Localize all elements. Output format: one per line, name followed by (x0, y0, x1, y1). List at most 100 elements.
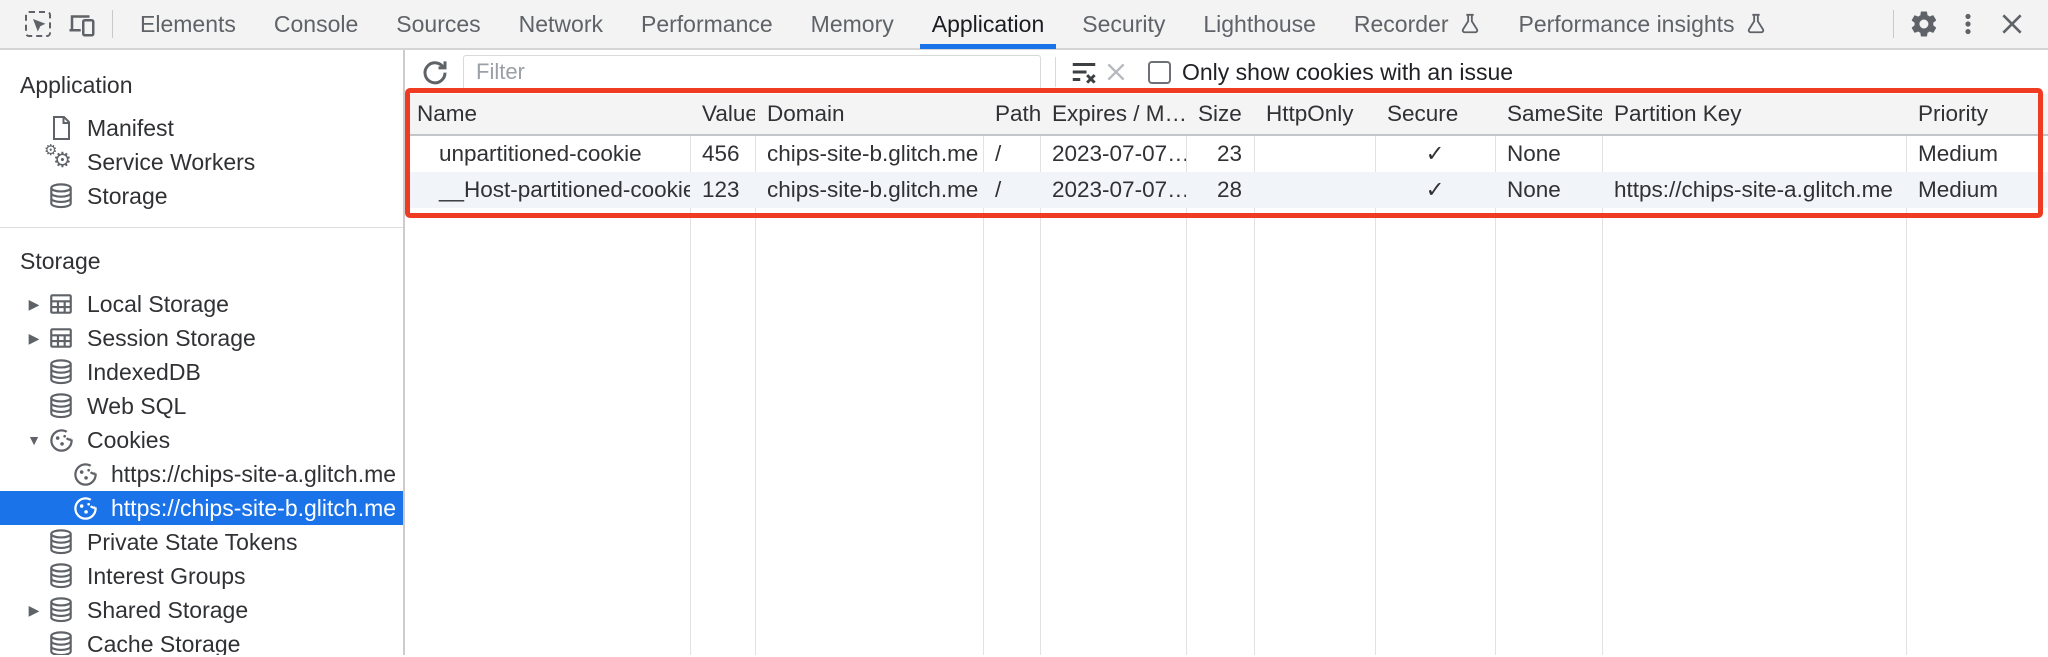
sidebar-item-cookies-chips-site-b[interactable]: https://chips-site-b.glitch.me (0, 491, 403, 525)
expander-expanded-icon[interactable]: ▼ (27, 432, 41, 448)
cell-path[interactable]: / (995, 177, 1002, 202)
cell-partition-key[interactable]: https://chips-site-a.glitch.me (1614, 177, 1893, 202)
clear-filter-button[interactable] (1068, 56, 1100, 88)
tab-performance[interactable]: Performance (622, 0, 792, 49)
sidebar-item-cookies-chips-site-a[interactable]: https://chips-site-a.glitch.me (0, 457, 403, 491)
cell-samesite[interactable]: None (1507, 141, 1561, 166)
sidebar-item-service-workers[interactable]: ⚙⚙ Service Workers (0, 141, 403, 179)
device-toolbar-icon (69, 15, 95, 37)
column-header-samesite[interactable]: SameSite (1507, 101, 1602, 126)
expander-collapsed-icon[interactable]: ▶ (28, 601, 40, 618)
sidebar-item-local-storage[interactable]: ▶ Local Storage (0, 287, 403, 321)
settings-button[interactable] (1902, 4, 1946, 44)
sidebar-item-storage[interactable]: Storage (0, 179, 403, 213)
section-header-application: Application (20, 72, 133, 98)
devtools-tab-bar: Elements Console Sources Network Perform… (0, 0, 2048, 50)
cookie-icon (70, 459, 100, 489)
tab-network[interactable]: Network (500, 0, 622, 49)
tab-bar-right-controls (1885, 4, 2048, 44)
cell-httponly[interactable] (1254, 172, 1375, 208)
expander-collapsed-icon[interactable]: ▶ (28, 295, 40, 312)
tab-sources[interactable]: Sources (377, 0, 499, 49)
column-header-path[interactable]: Path (995, 101, 1040, 126)
column-header-priority[interactable]: Priority (1918, 101, 1989, 126)
cell-priority[interactable]: Medium (1918, 177, 1999, 202)
more-options-button[interactable] (1946, 4, 1990, 44)
column-header-name[interactable]: Name (417, 101, 478, 126)
document-icon (46, 113, 76, 143)
cell-httponly[interactable] (1254, 136, 1375, 172)
cell-domain[interactable]: chips-site-b.glitch.me (767, 177, 979, 202)
expander-collapsed-icon[interactable]: ▶ (28, 329, 40, 346)
sidebar-item-label: Shared Storage (87, 596, 249, 623)
column-header-partition-key[interactable]: Partition Key (1614, 101, 1742, 126)
cell-value[interactable]: 456 (702, 141, 740, 166)
cell-domain[interactable]: chips-site-b.glitch.me (767, 141, 979, 166)
sidebar-item-manifest[interactable]: Manifest (0, 111, 403, 145)
cell-priority[interactable]: Medium (1918, 141, 1999, 166)
cell-secure-checkmark[interactable]: ✓ (1425, 177, 1445, 202)
inspect-element-button[interactable] (16, 4, 60, 44)
cell-name[interactable]: unpartitioned-cookie (439, 141, 642, 166)
tab-bar-left-controls (0, 4, 121, 44)
tab-memory[interactable]: Memory (792, 0, 913, 49)
sidebar-item-label: Cookies (87, 426, 171, 453)
cookie-row-unpartitioned[interactable]: unpartitioned-cookie 456 chips-site-b.gl… (405, 136, 2048, 172)
cell-value[interactable]: 123 (702, 177, 740, 202)
cell-samesite[interactable]: None (1507, 177, 1561, 202)
cell-secure-checkmark[interactable]: ✓ (1425, 141, 1445, 166)
sidebar-item-interest-groups[interactable]: Interest Groups (0, 559, 403, 593)
column-header-size[interactable]: Size (1198, 101, 1242, 126)
database-icon (46, 527, 76, 557)
column-header-httponly[interactable]: HttpOnly (1266, 101, 1354, 126)
sidebar-item-label: Web SQL (87, 392, 187, 419)
experiment-flask-icon (1459, 12, 1481, 36)
tab-lighthouse[interactable]: Lighthouse (1184, 0, 1335, 49)
experiment-flask-icon (1745, 12, 1767, 36)
only-show-cookies-with-issue-label[interactable]: Only show cookies with an issue (1182, 58, 1514, 85)
column-header-secure[interactable]: Secure (1387, 101, 1459, 126)
tab-label: Sources (396, 10, 481, 37)
tab-performance-insights[interactable]: Performance insights (1500, 0, 1786, 49)
tab-label: Security (1082, 10, 1166, 37)
cell-expires[interactable]: 2023-07-07… (1052, 177, 1186, 202)
application-sidebar: Application Manifest ⚙⚙ Service Workers … (0, 50, 405, 655)
cookies-data-grid: Name Value Domain Path Expires / M… Size… (405, 94, 2048, 655)
clear-all-button[interactable] (1100, 56, 1132, 88)
column-header-value[interactable]: Value (702, 101, 755, 126)
sidebar-item-cache-storage[interactable]: Cache Storage (0, 627, 403, 655)
column-header-domain[interactable]: Domain (767, 101, 845, 126)
only-show-cookies-with-issue-checkbox[interactable] (1148, 60, 1171, 84)
cell-expires[interactable]: 2023-07-07… (1052, 141, 1186, 166)
sidebar-item-shared-storage[interactable]: ▶ Shared Storage (0, 593, 403, 627)
cell-size[interactable]: 28 (1216, 177, 1242, 202)
panel-tabs: Elements Console Sources Network Perform… (121, 0, 1885, 49)
sidebar-item-indexeddb[interactable]: IndexedDB (0, 355, 403, 389)
tab-recorder[interactable]: Recorder (1335, 0, 1500, 49)
cell-path[interactable]: / (995, 141, 1002, 166)
cell-name[interactable]: __Host-partitioned-cookie (439, 177, 690, 202)
sidebar-item-private-state-tokens[interactable]: Private State Tokens (0, 525, 403, 559)
tab-security[interactable]: Security (1063, 0, 1184, 49)
filter-input[interactable] (463, 54, 1041, 90)
cookie-icon (70, 493, 100, 523)
gear-icon (1911, 11, 1937, 37)
tab-elements[interactable]: Elements (121, 0, 255, 49)
clear-x-icon (1107, 63, 1125, 81)
tab-application[interactable]: Application (913, 0, 1064, 49)
sidebar-item-cookies[interactable]: ▼ Cookies (0, 423, 403, 457)
column-header-expires[interactable]: Expires / M… (1052, 101, 1186, 126)
cell-partition-key[interactable] (1602, 136, 1906, 172)
sidebar-item-label: https://chips-site-a.glitch.me (111, 460, 397, 487)
sidebar-item-web-sql[interactable]: Web SQL (0, 389, 403, 423)
close-devtools-button[interactable] (1990, 4, 2034, 44)
tab-console[interactable]: Console (255, 0, 377, 49)
table-icon (46, 323, 76, 353)
sidebar-item-session-storage[interactable]: ▶ Session Storage (0, 321, 403, 355)
cookie-row-host-partitioned[interactable]: __Host-partitioned-cookie 123 chips-site… (405, 172, 2048, 208)
sidebar-item-label: https://chips-site-b.glitch.me (111, 494, 397, 521)
refresh-button[interactable] (419, 56, 451, 88)
device-toolbar-button[interactable] (60, 4, 104, 44)
cell-size[interactable]: 23 (1216, 141, 1242, 166)
sidebar-item-label: IndexedDB (87, 358, 201, 385)
